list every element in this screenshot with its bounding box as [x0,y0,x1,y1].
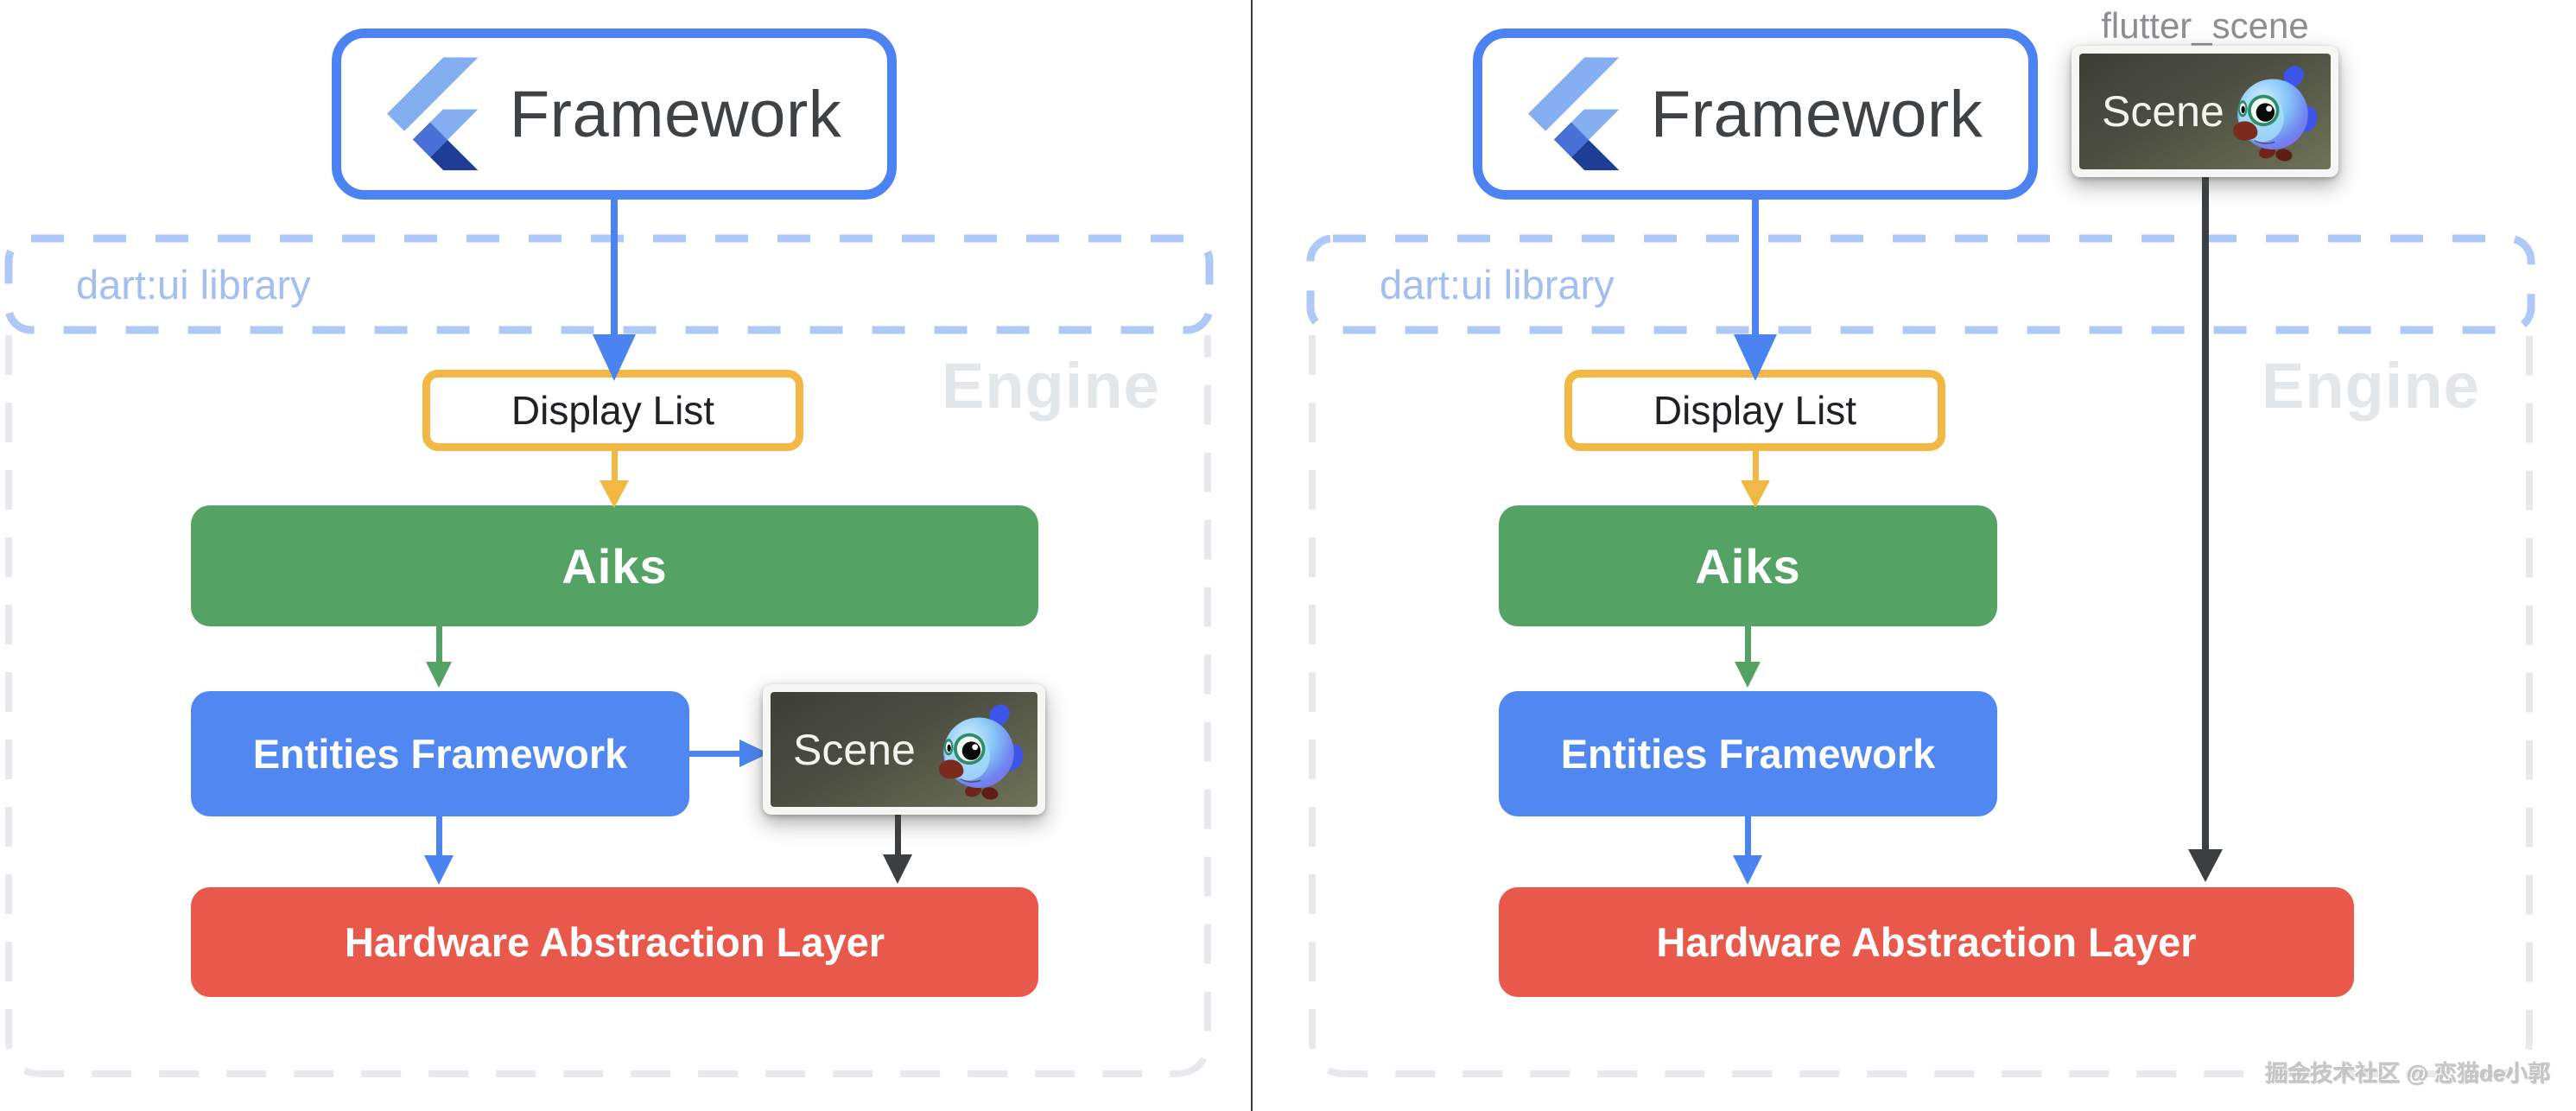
aiks-box-right: Aiks [1499,505,1997,626]
entities-framework-box-right: Entities Framework [1499,691,1997,816]
framework-box-left: Framework [332,29,897,200]
flutter-scene-package-label: flutter_scene [2101,5,2309,46]
arrowhead-displaylist-aiks-right [1741,480,1770,508]
arrow-entities-hal-left [436,816,442,856]
scene-label: Scene [793,725,916,774]
arrowhead-framework-displaylist-left [593,334,636,381]
framework-box-right: Framework [1473,29,2038,200]
hal-box-right: Hardware Abstraction Layer [1499,887,2354,997]
arrow-aiks-entities-left [436,626,442,663]
dartui-dashed-box-right [1306,234,2535,334]
arrowhead-entities-hal-right [1733,855,1762,885]
arrow-framework-displaylist-left [611,200,618,336]
dartui-label-left: dart:ui library [76,261,311,308]
fish-mascot-icon [2224,60,2321,162]
flutter-logo-icon [1527,57,1620,171]
fish-mascot-icon [930,699,1027,801]
aiks-label: Aiks [1695,538,1801,594]
arrowhead-framework-displaylist-right [1734,334,1777,381]
engine-watermark-left: Engine [942,350,1160,422]
arrow-entities-hal-right [1745,816,1751,856]
arrowhead-displaylist-aiks-left [600,480,629,508]
arrowhead-aiks-entities-left [426,662,452,688]
arrowhead-scene-hal-left [883,854,912,884]
display-list-label: Display List [511,388,715,433]
panel-divider [1251,0,1253,1111]
display-list-box-left: Display List [422,370,803,451]
framework-label: Framework [509,77,842,151]
arrowhead-entities-hal-left [424,855,454,885]
dartui-dashed-box-left [4,234,1214,334]
dartui-label-right: dart:ui library [1380,261,1615,308]
scene-image: Scene [771,692,1037,807]
entities-framework-label: Entities Framework [1560,731,1936,777]
scene-box-left: Scene [763,684,1045,815]
arrow-framework-displaylist-right [1752,200,1759,336]
engine-watermark-right: Engine [2262,350,2480,422]
display-list-box-right: Display List [1564,370,1945,451]
aiks-label: Aiks [562,538,668,594]
entities-framework-label: Entities Framework [252,731,628,777]
hal-label: Hardware Abstraction Layer [344,919,885,965]
arrow-scene-hal-left [895,815,901,856]
arrow-aiks-entities-right [1745,626,1751,663]
arrow-scene-hal-right [2202,175,2209,851]
arrowhead-scene-hal-right [2188,849,2223,882]
scene-image: Scene [2079,54,2331,169]
arrow-displaylist-aiks-left [612,451,618,484]
arrow-entities-scene-left [689,751,741,757]
framework-label: Framework [1650,77,1983,151]
watermark: 掘金技术社区 @ 恋猫de小郭 [2264,1060,2550,1086]
aiks-box-left: Aiks [191,505,1038,626]
arrowhead-aiks-entities-right [1735,662,1761,688]
scene-label: Scene [2102,87,2224,136]
display-list-label: Display List [1653,388,1857,433]
entities-framework-box-left: Entities Framework [191,691,689,816]
flutter-logo-icon [386,57,479,171]
hal-box-left: Hardware Abstraction Layer [191,887,1038,997]
scene-box-right: Scene [2072,46,2338,177]
arrow-displaylist-aiks-right [1753,451,1759,484]
hal-label: Hardware Abstraction Layer [1656,919,2197,965]
